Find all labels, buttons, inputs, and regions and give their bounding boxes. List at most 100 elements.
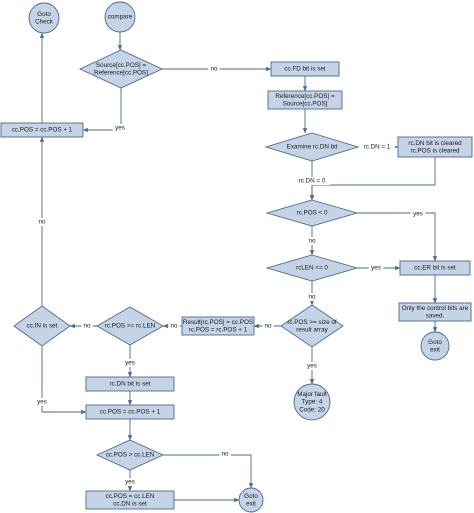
edge-9 — [357, 212, 438, 262]
edge-label-bg — [112, 124, 128, 132]
edge-label-yes-len-le0: yes — [371, 265, 381, 272]
edge-label-no-up-left: no — [38, 219, 46, 226]
node-text: Only the control bits are — [402, 305, 469, 312]
edge-label-bg — [34, 398, 50, 406]
edge-label-bg — [306, 293, 318, 301]
node-shape — [420, 331, 450, 361]
edge-24 — [163, 454, 254, 489]
node-text: Goto — [37, 11, 51, 18]
node-shape — [398, 302, 472, 322]
node-d-pos-lt0: rc.POS < 0 — [265, 199, 359, 227]
node-shape — [293, 383, 331, 421]
node-shape — [85, 490, 175, 510]
edge-label-bg — [293, 177, 331, 185]
edge-label-no-to-fd: no — [210, 66, 218, 73]
node-text: rc.POS < 0 — [297, 210, 328, 217]
node-text: cc.IN is set — [27, 323, 58, 330]
node-text: rc.POS is cleared — [411, 147, 460, 154]
node-ref-eq-source: Reference[cc.POS] =Source[cc.POS] — [267, 90, 343, 110]
node-text: rc.DN bit is set — [110, 381, 151, 388]
node-d-source-eq-ref: Source[cc.POS] =Reference[cc.POS] — [78, 49, 164, 89]
node-text: result array — [296, 326, 328, 333]
node-text: Code: 20 — [299, 406, 325, 413]
node-text: compare — [108, 14, 133, 21]
node-text: exit — [430, 346, 440, 353]
node-shape — [13, 305, 71, 347]
node-shape — [95, 439, 165, 471]
node-text: cc.POS > cc.LEN — [106, 452, 155, 459]
edge-label-bg — [368, 264, 384, 272]
node-text: Source[cc.POS] — [283, 100, 328, 107]
node-shape — [96, 306, 164, 346]
edge-label-dn-eq-0: rc.DN = 0 — [299, 178, 326, 185]
edge-label-yes-to-inc-top: yes — [115, 125, 125, 132]
edge-label-bg — [262, 322, 274, 330]
node-shape — [85, 376, 175, 392]
edge-label-no-size: no — [264, 323, 272, 330]
node-d-in-set: cc.IN is set — [13, 305, 71, 347]
node-d-len-le0: rcLEN <= 0 — [265, 254, 359, 282]
edge-label-bg — [306, 237, 318, 245]
edge-7 — [309, 157, 436, 201]
node-shape — [265, 199, 359, 227]
node-text: cc.POS = cc.POS + 1 — [100, 409, 161, 416]
edge-label-no-gt-len: no — [221, 451, 229, 458]
node-pos-inc-bottom: cc.POS = cc.POS + 1 — [85, 404, 175, 420]
node-text: Major fault — [297, 391, 327, 398]
node-text: Goto — [428, 339, 442, 346]
edge-label-no-ge-len: no — [170, 323, 178, 330]
edge-label-bg — [358, 143, 396, 151]
node-shape — [28, 2, 60, 34]
node-text: Source[cc.POS] = — [96, 62, 147, 69]
node-text: rc.DN bit is cleared — [408, 140, 462, 147]
edge-label-no-pos-lt0: no — [308, 238, 316, 245]
node-shape — [399, 260, 471, 276]
node-text: rcLEN <= 0 — [296, 265, 328, 272]
node-d-examine-dn: Examine rc.DN bit — [264, 132, 360, 162]
edge-label-bg — [208, 65, 220, 73]
edge-label-bg — [81, 322, 93, 330]
edge-label-yes-pos-lt0: yes — [413, 211, 423, 218]
edge-label-bg — [122, 478, 138, 486]
node-shape — [267, 90, 343, 110]
node-text: rc.POS = rc.POS + 1 — [189, 326, 248, 333]
edge-label-bg — [122, 359, 138, 367]
edge-label-no-len-le0: no — [308, 294, 316, 301]
edge-label-yes-ge-len: yes — [125, 360, 135, 367]
node-shape — [238, 487, 264, 513]
node-text: exit — [246, 500, 256, 507]
edge-label-bg — [304, 362, 320, 370]
node-shape — [270, 61, 340, 77]
node-text: Check — [35, 18, 54, 25]
node-text: cc.ER bit is set — [414, 265, 456, 272]
node-text: rc.POS >= rc.LEN — [105, 323, 156, 330]
node-shape — [264, 132, 360, 162]
node-text: Reference[cc.POS] — [94, 69, 148, 76]
node-rdn-set: rc.DN bit is set — [85, 376, 175, 392]
node-shape — [265, 254, 359, 282]
node-shape — [181, 316, 255, 336]
edge-22 — [41, 346, 87, 415]
node-pos-inc-top: cc.POS = cc.POS + 1 — [0, 122, 84, 138]
node-shape — [104, 1, 136, 33]
node-shape — [280, 304, 344, 348]
edge-label-bg — [168, 322, 180, 330]
node-text: saved. — [426, 312, 445, 319]
edge-label-bg — [219, 450, 231, 458]
node-compare: compare — [104, 1, 136, 33]
edge-label-bg — [36, 218, 48, 226]
node-text: cc.POS = cc.LEN — [106, 493, 155, 500]
node-shape — [397, 136, 473, 158]
node-er-set: cc.ER bit is set — [399, 260, 471, 276]
edge-label-dn-eq-1: rc.DN = 1 — [364, 144, 391, 151]
node-text: Goto — [244, 493, 258, 500]
node-shape — [85, 404, 175, 420]
